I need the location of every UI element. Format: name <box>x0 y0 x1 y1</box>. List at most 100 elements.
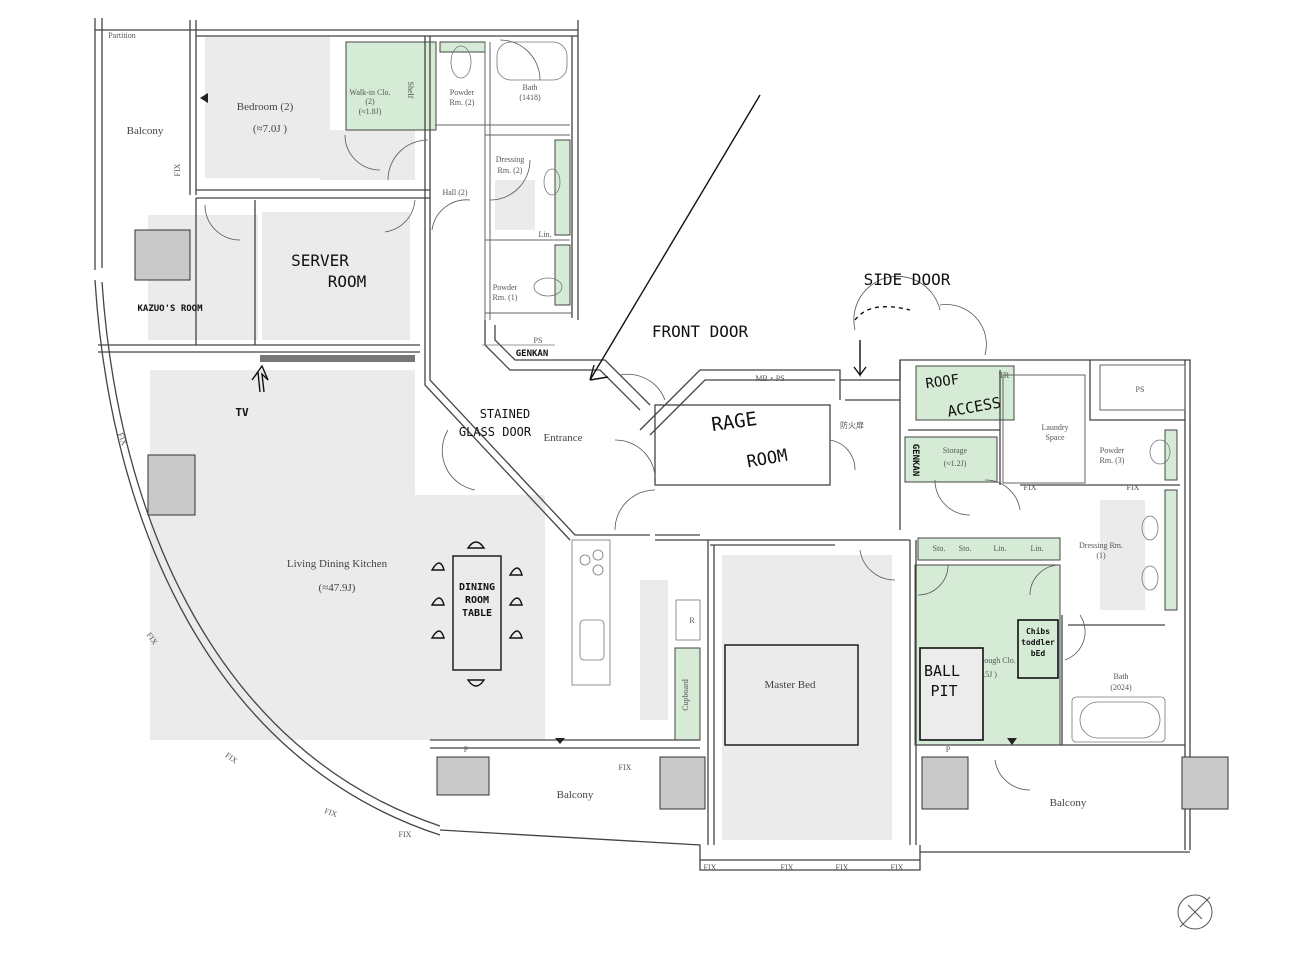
plan-polygon <box>1007 738 1017 745</box>
compass <box>1177 894 1213 930</box>
plan-label: FIX <box>116 432 129 447</box>
plan-rect <box>345 41 437 131</box>
plan-path <box>639 369 841 436</box>
ball-pit <box>919 647 984 741</box>
ball-pit-label: BALL <box>924 662 960 680</box>
plan-rect <box>1164 489 1178 611</box>
plan-rect <box>640 580 668 720</box>
plan-ellipse <box>1141 515 1159 541</box>
plan-rect <box>654 404 831 486</box>
plan-label: FIX <box>619 763 632 772</box>
plan-label: Storage <box>943 446 968 455</box>
plan-label: .5J ) <box>983 670 997 679</box>
plan-path <box>204 39 541 241</box>
rage-room-label: RAGE <box>710 408 758 436</box>
plan-label: Lin. <box>538 230 551 239</box>
mb-ps-label: MB・PS <box>755 374 784 383</box>
plan-label: Rm. (2) <box>498 166 523 175</box>
door-swings <box>204 39 1086 791</box>
plan-label: Lin. <box>1030 544 1043 553</box>
plan-label: PIT <box>930 682 957 700</box>
plan-label: GLASS DOOR <box>459 425 532 439</box>
ldk-label: Living Dining Kitchen <box>287 558 388 570</box>
balcony-label: Balcony <box>127 125 164 137</box>
plan-label: Rm. (2) <box>450 98 475 107</box>
plan-rect <box>262 212 410 340</box>
plan-rect <box>1099 364 1186 411</box>
toilet-3 <box>1149 439 1171 465</box>
plan-label: P <box>946 745 951 754</box>
plan-label: Powder <box>1100 446 1125 455</box>
plan-label: Dressing Rm. <box>1079 541 1123 550</box>
plan-label: R <box>689 616 695 625</box>
tv-wall <box>260 355 415 362</box>
plan-label: (1418) <box>519 93 541 102</box>
plan-label: toddler <box>1021 638 1055 647</box>
plan-label: 防火扉 <box>840 420 864 430</box>
tr-label: TR <box>999 371 1010 380</box>
plan-rect <box>1002 374 1086 484</box>
plan-label: Dressing <box>496 155 524 164</box>
plan-rect <box>205 36 330 178</box>
plan-label: Laundry <box>1041 423 1068 432</box>
plan-label: (≈1.2J) <box>944 459 967 468</box>
column <box>921 756 969 810</box>
plan-path <box>655 534 917 845</box>
plan-rect <box>675 599 701 641</box>
server-room-label: SERVER <box>291 251 349 270</box>
balcony-label: Balcony <box>557 789 594 801</box>
kitchen-counter <box>571 539 611 686</box>
plan-path <box>195 36 431 345</box>
plan-path <box>94 18 579 320</box>
plan-rect <box>915 365 1015 421</box>
master-bed-label: Master Bed <box>764 679 816 691</box>
plan-path <box>484 320 651 411</box>
column <box>147 454 196 516</box>
plan-rect <box>495 180 535 230</box>
plan-label: FIX <box>704 863 717 872</box>
plan-label: FIX <box>836 863 849 872</box>
bedroom-2-label: Bedroom (2) <box>237 101 294 113</box>
toddler-bed-label: Chibs <box>1026 626 1050 636</box>
plan-polygon <box>200 93 208 103</box>
plan-label: TABLE <box>462 608 492 619</box>
plan-rect <box>1100 500 1145 610</box>
side-door-arrow <box>853 340 867 378</box>
side-door-label: SIDE DOOR <box>864 270 951 289</box>
plan-label: FIX <box>173 163 182 176</box>
plan-label: Bath <box>1113 672 1128 681</box>
plan-label: ROOM <box>465 595 489 606</box>
bathtub-1418 <box>496 41 568 81</box>
plan-label: Rm. (1) <box>493 293 518 302</box>
toilet-2 <box>450 45 472 79</box>
tv-arrow-icon <box>251 364 269 393</box>
plan-rect <box>320 130 415 180</box>
fixtures <box>134 41 1229 810</box>
plan-label: Space <box>1045 433 1065 442</box>
plan-rect <box>674 647 701 741</box>
plan-rect <box>917 537 1061 561</box>
master-bed-frame <box>724 644 859 746</box>
entrance-label: Entrance <box>543 432 582 444</box>
walls <box>94 18 1191 871</box>
plan-path <box>435 42 572 320</box>
toilet-1 <box>533 277 563 297</box>
plan-rect <box>439 41 486 53</box>
plan-path <box>899 360 1185 530</box>
plan-rect <box>722 555 892 840</box>
partition-label: Partition <box>108 31 136 40</box>
plan-circle <box>1177 894 1213 930</box>
plan-label: GENKAN <box>910 444 920 477</box>
plan-path <box>94 279 441 836</box>
plan-path <box>439 829 1190 871</box>
chair-icons <box>430 541 523 687</box>
plan-rect <box>554 244 571 306</box>
plan-label: P <box>464 745 469 754</box>
roof-access-label: ROOF <box>925 372 961 393</box>
plan-label: (≈7.0J ) <box>253 123 287 135</box>
plan-rect <box>579 619 605 661</box>
plan-label: FIX <box>781 863 794 872</box>
plan-label: Powder <box>450 88 475 97</box>
hall-2-label: Hall (2) <box>442 188 467 197</box>
